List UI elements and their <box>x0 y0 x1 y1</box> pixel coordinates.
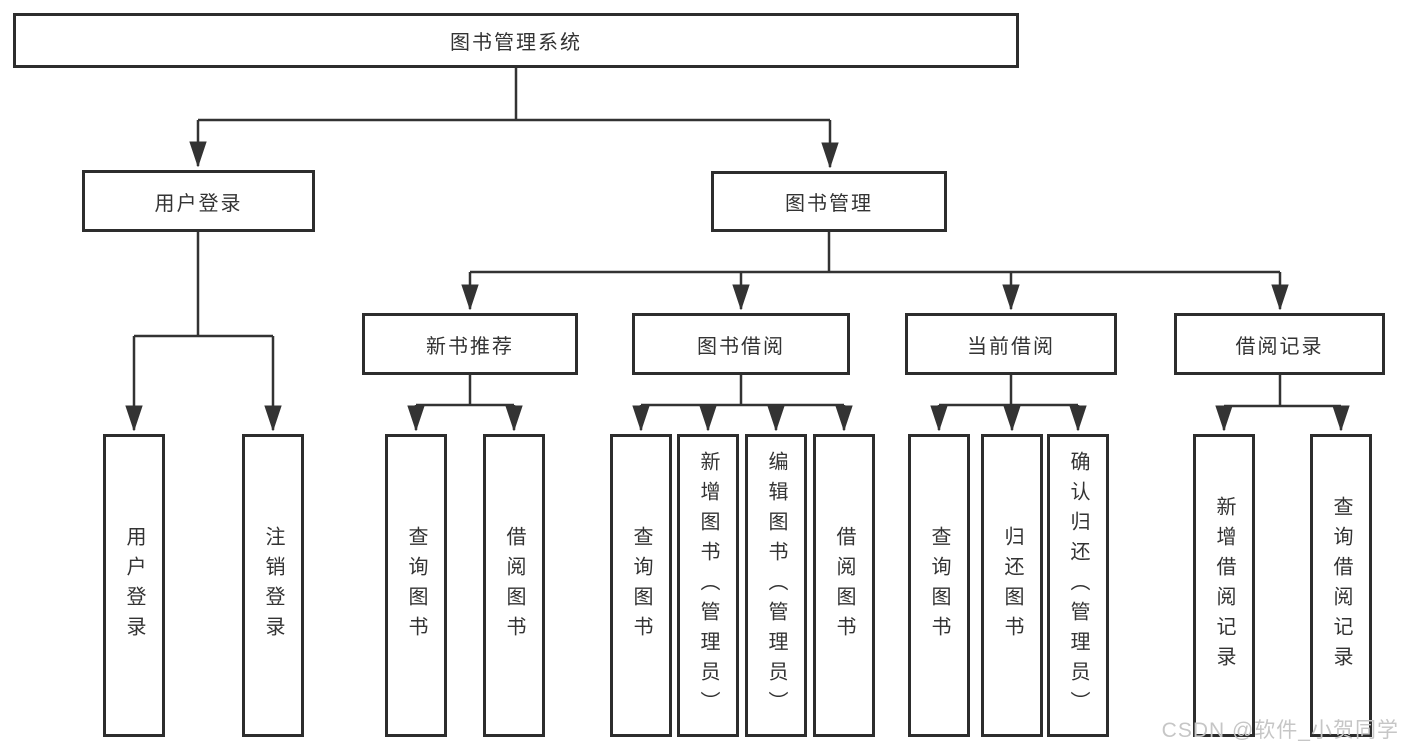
node-book-borrow: 图书借阅 <box>632 313 850 375</box>
csdn-watermark: CSDN @软件_小贺同学 <box>1161 719 1399 742</box>
node-borrow-records: 借阅记录 <box>1174 313 1385 375</box>
node-leaf-br-query: 查询借阅记录 <box>1310 434 1372 737</box>
node-current-borrow: 当前借阅 <box>905 313 1117 375</box>
node-leaf-logout: 注销登录 <box>242 434 304 737</box>
node-leaf-bb-borrow: 借阅图书 <box>813 434 875 737</box>
node-leaf-bb-add: 新增图书（管理员） <box>677 434 739 737</box>
node-user-login: 用户登录 <box>82 170 315 232</box>
node-leaf-nb-query: 查询图书 <box>385 434 447 737</box>
node-leaf-bb-query: 查询图书 <box>610 434 672 737</box>
node-book-mgmt: 图书管理 <box>711 171 947 232</box>
node-leaf-cb-query: 查询图书 <box>908 434 970 737</box>
node-leaf-bb-edit: 编辑图书（管理员） <box>745 434 807 737</box>
node-leaf-user-login: 用户登录 <box>103 434 165 737</box>
node-root: 图书管理系统 <box>13 13 1019 68</box>
node-leaf-br-add: 新增借阅记录 <box>1193 434 1255 737</box>
node-leaf-cb-return: 归还图书 <box>981 434 1043 737</box>
node-leaf-cb-confirm: 确认归还（管理员） <box>1047 434 1109 737</box>
node-leaf-nb-borrow: 借阅图书 <box>483 434 545 737</box>
node-new-book-rec: 新书推荐 <box>362 313 578 375</box>
